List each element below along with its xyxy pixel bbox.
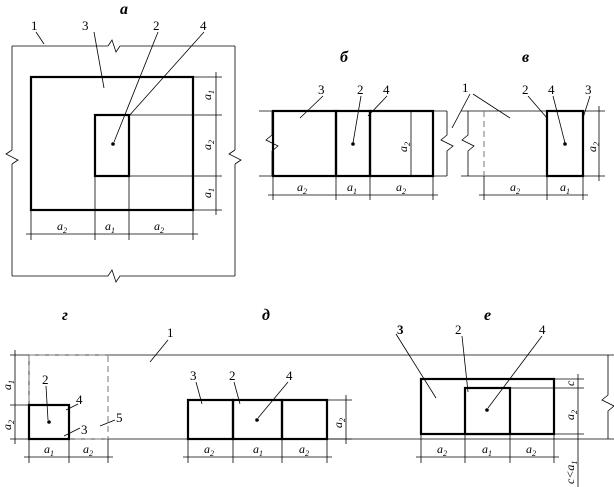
panel-a: а 1 3 2 4 a2 a1 a2 bbox=[5, 1, 242, 283]
svg-text:a1: a1 bbox=[0, 380, 16, 390]
svg-text:a2: a2 bbox=[437, 442, 447, 458]
svg-text:4: 4 bbox=[76, 392, 83, 407]
svg-text:a2: a2 bbox=[396, 142, 412, 152]
svg-text:a2: a2 bbox=[297, 180, 307, 196]
svg-text:2: 2 bbox=[357, 82, 364, 97]
zone-4-crosshatched bbox=[93, 113, 131, 178]
svg-text:c<a1: c<a1 bbox=[563, 461, 579, 484]
svg-text:a1: a1 bbox=[347, 180, 357, 196]
svg-text:5: 5 bbox=[116, 410, 123, 425]
svg-text:2: 2 bbox=[42, 372, 49, 387]
zone-3-hatched bbox=[29, 75, 195, 212]
svg-text:a2: a2 bbox=[510, 180, 520, 196]
svg-text:4: 4 bbox=[548, 82, 555, 97]
panel-g-title: г bbox=[62, 307, 68, 324]
svg-text:1: 1 bbox=[167, 325, 174, 340]
svg-text:2: 2 bbox=[455, 322, 462, 337]
panel-e-title: е bbox=[484, 307, 491, 324]
svg-text:a2: a2 bbox=[154, 219, 164, 235]
svg-text:a1: a1 bbox=[200, 90, 216, 100]
svg-text:a2: a2 bbox=[585, 142, 601, 152]
svg-text:a2: a2 bbox=[200, 140, 216, 150]
svg-text:2: 2 bbox=[229, 368, 236, 383]
svg-text:3: 3 bbox=[397, 322, 404, 337]
panel-b-title: б bbox=[340, 49, 349, 66]
svg-text:a1: a1 bbox=[105, 219, 115, 235]
panel-v-title: в bbox=[522, 49, 529, 66]
panel-a-title: а bbox=[120, 1, 128, 18]
svg-text:1: 1 bbox=[462, 80, 469, 95]
svg-text:a1: a1 bbox=[482, 442, 492, 458]
panel-d-title: д bbox=[262, 307, 270, 324]
svg-text:3: 3 bbox=[81, 422, 88, 437]
svg-text:a2: a2 bbox=[204, 442, 214, 458]
svg-text:3: 3 bbox=[585, 82, 592, 97]
svg-text:a2: a2 bbox=[0, 420, 16, 430]
svg-text:a1: a1 bbox=[560, 180, 570, 196]
svg-text:4: 4 bbox=[539, 322, 546, 337]
svg-text:a2: a2 bbox=[57, 219, 67, 235]
svg-text:c: c bbox=[563, 380, 577, 386]
svg-text:3: 3 bbox=[318, 82, 325, 97]
svg-text:a2: a2 bbox=[526, 442, 536, 458]
svg-text:a1: a1 bbox=[200, 188, 216, 198]
svg-text:4: 4 bbox=[383, 82, 390, 97]
svg-text:4: 4 bbox=[286, 368, 293, 383]
panel-d: 3 2 4 a2 a1 a2 a2 bbox=[183, 368, 352, 463]
svg-text:2: 2 bbox=[153, 18, 160, 33]
svg-text:a2: a2 bbox=[563, 410, 579, 420]
panel-b: б 3 2 4 a2 a1 a2 a2 bbox=[259, 49, 454, 200]
svg-text:a2: a2 bbox=[396, 180, 406, 196]
panel-v: в 1 2 4 3 a2 a1 a2 bbox=[451, 49, 605, 200]
svg-text:4: 4 bbox=[200, 18, 207, 33]
panel-g: 2 4 3 5 a1 a2 a1 a2 bbox=[0, 350, 123, 463]
svg-text:a1: a1 bbox=[44, 442, 54, 458]
svg-text:3: 3 bbox=[190, 368, 197, 383]
svg-text:a2: a2 bbox=[83, 442, 93, 458]
svg-text:a2: a2 bbox=[299, 442, 309, 458]
svg-text:a2: a2 bbox=[331, 418, 347, 428]
svg-text:a1: a1 bbox=[253, 442, 263, 458]
svg-text:3: 3 bbox=[82, 18, 89, 33]
svg-text:1: 1 bbox=[31, 18, 38, 33]
svg-text:2: 2 bbox=[522, 82, 529, 97]
panel-e: 3 2 4 a2 a1 a2 c a2 c<a1 bbox=[395, 322, 584, 487]
